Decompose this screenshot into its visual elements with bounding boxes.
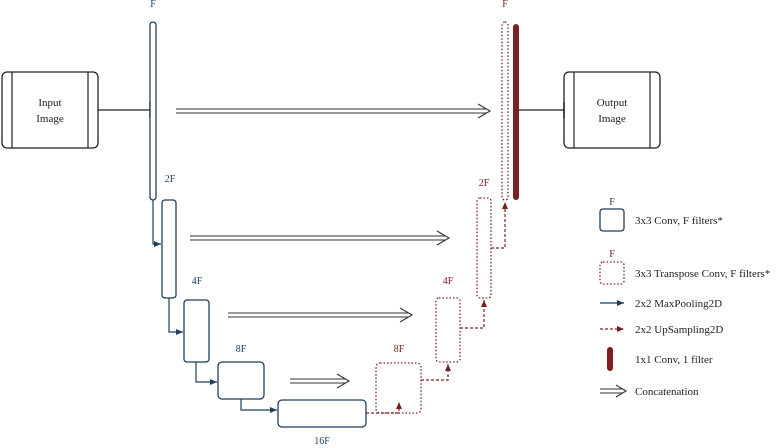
encoder-block-1 (149, 21, 157, 201)
input-label-line2: Image (36, 113, 64, 125)
legend-transpose-text: 3x3 Transpose Conv, F filters* (635, 268, 770, 280)
bottleneck-block (277, 399, 367, 428)
legend-concat-text: Concatenation (635, 386, 699, 398)
encoder-block-2 (161, 199, 177, 299)
input-label-line1: Input (38, 97, 61, 109)
legend-concat-arrow (600, 384, 628, 398)
encoder-block-4 (217, 361, 265, 400)
bottleneck-label: 16F (314, 436, 330, 447)
encoder-block-3 (183, 299, 210, 363)
upsample-arrow-4 (491, 202, 508, 249)
legend-transpose-swatch (599, 261, 625, 285)
decoder-label-3: 4F (443, 276, 454, 287)
encoder-label-4: 8F (236, 344, 247, 355)
decoder-label-4: 8F (394, 344, 405, 355)
upsample-arrow-2 (421, 364, 451, 381)
legend-conv-swatch (599, 208, 625, 232)
final-conv-bar (513, 24, 519, 200)
upsample-arrow-3 (460, 300, 487, 329)
legend-transpose-symbol: F (609, 249, 615, 260)
upsample-arrow-1 (366, 402, 402, 414)
decoder-label-2: 2F (479, 178, 490, 189)
concat-arrow-3 (228, 307, 414, 323)
encoder-label-2: 2F (165, 174, 176, 185)
legend-final-conv-text: 1x1 Conv, 1 filter (635, 354, 713, 366)
legend: F 3x3 Conv, F filters* F 3x3 Transpose C… (599, 197, 770, 398)
maxpool-arrow-4 (240, 399, 277, 413)
maxpool-arrow-3 (195, 362, 217, 385)
concat-arrow-1 (176, 103, 492, 119)
decoder-label-1: F (502, 0, 508, 10)
legend-upsample-text: 2x2 UpSampling2D (635, 324, 723, 336)
maxpool-arrow-1 (152, 200, 161, 247)
concat-arrow-4 (290, 373, 351, 389)
encoder-label-3: 4F (192, 276, 203, 287)
decoder-block-2 (476, 197, 492, 299)
legend-maxpool-text: 2x2 MaxPooling2D (635, 298, 722, 310)
legend-final-conv-swatch (607, 347, 613, 371)
concat-arrow-2 (190, 230, 451, 246)
output-label-line1: Output (597, 97, 628, 109)
output-label-line2: Image (598, 113, 626, 125)
decoder-block-3 (435, 297, 461, 363)
legend-conv-symbol: F (609, 197, 615, 208)
decoder-block-1 (501, 21, 509, 201)
output-image-block: Output Image (563, 71, 661, 149)
encoder-label-1: F (150, 0, 156, 10)
input-image-block: Input Image (1, 71, 99, 149)
legend-conv-text: 3x3 Conv, F filters* (635, 215, 723, 227)
maxpool-arrow-2 (168, 298, 183, 335)
